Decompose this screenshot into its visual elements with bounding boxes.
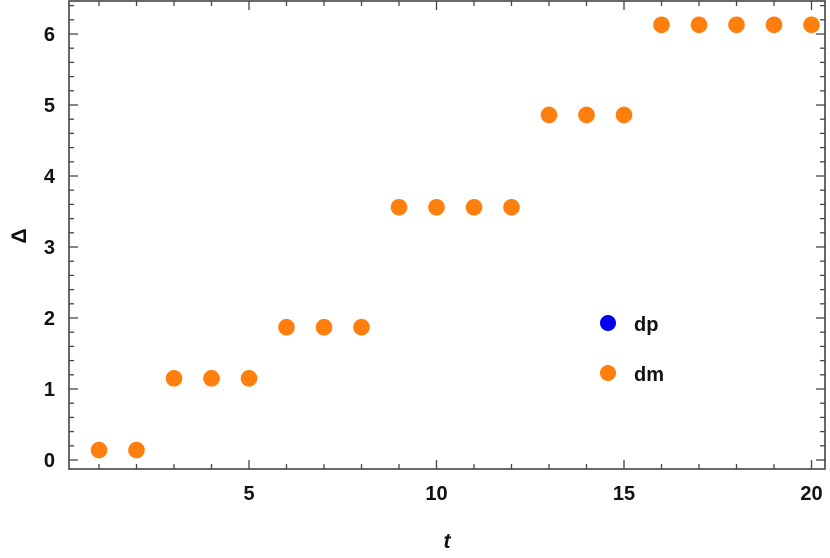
data-point-dm	[615, 106, 633, 124]
data-point-dm	[390, 198, 408, 216]
y-tick-label: 3	[44, 237, 55, 259]
data-point-dm	[765, 16, 783, 34]
y-tick-label: 5	[44, 95, 55, 117]
data-point-dm	[353, 318, 370, 336]
x-tick-label: 10	[425, 483, 447, 505]
x-tick-label: 20	[800, 483, 822, 505]
data-point-dm	[315, 318, 333, 336]
data-point-dm	[653, 16, 670, 34]
legend-label-dm: dm	[634, 364, 664, 386]
data-point-dm	[165, 370, 183, 387]
data-point-dm	[203, 370, 220, 387]
x-tick-label: 15	[613, 483, 635, 505]
data-point-dm	[428, 198, 445, 216]
data-point-dm	[465, 198, 483, 216]
data-point-dm	[578, 106, 595, 124]
data-points	[90, 16, 820, 459]
y-axis-label: Δ	[8, 228, 31, 243]
data-point-dm	[803, 16, 820, 34]
plot-frame	[68, 0, 826, 470]
x-axis-ticks: 5 10 15 20	[98, 1, 823, 505]
legend-label-dp: dp	[634, 314, 658, 336]
legend-marker-dm	[600, 365, 616, 381]
x-tick-label: 5	[243, 483, 254, 505]
legend-marker-dp	[600, 315, 616, 331]
data-point-dm	[728, 16, 745, 34]
y-tick-label: 0	[44, 450, 55, 472]
y-tick-label: 4	[44, 166, 56, 188]
data-point-dm	[690, 16, 708, 34]
data-point-dm	[540, 106, 558, 124]
data-point-dm	[128, 441, 145, 459]
x-axis-label: t	[444, 530, 452, 553]
legend: dp dm	[600, 314, 664, 386]
y-tick-label: 2	[44, 308, 55, 330]
data-point-dm	[278, 318, 295, 336]
data-point-dm	[503, 198, 520, 216]
y-tick-label: 6	[44, 24, 55, 46]
y-axis-ticks: 0 1 2 3 4 5 6	[44, 4, 825, 472]
data-point-dm	[240, 370, 258, 387]
data-point-dm	[90, 441, 108, 459]
y-tick-label: 1	[44, 379, 55, 401]
